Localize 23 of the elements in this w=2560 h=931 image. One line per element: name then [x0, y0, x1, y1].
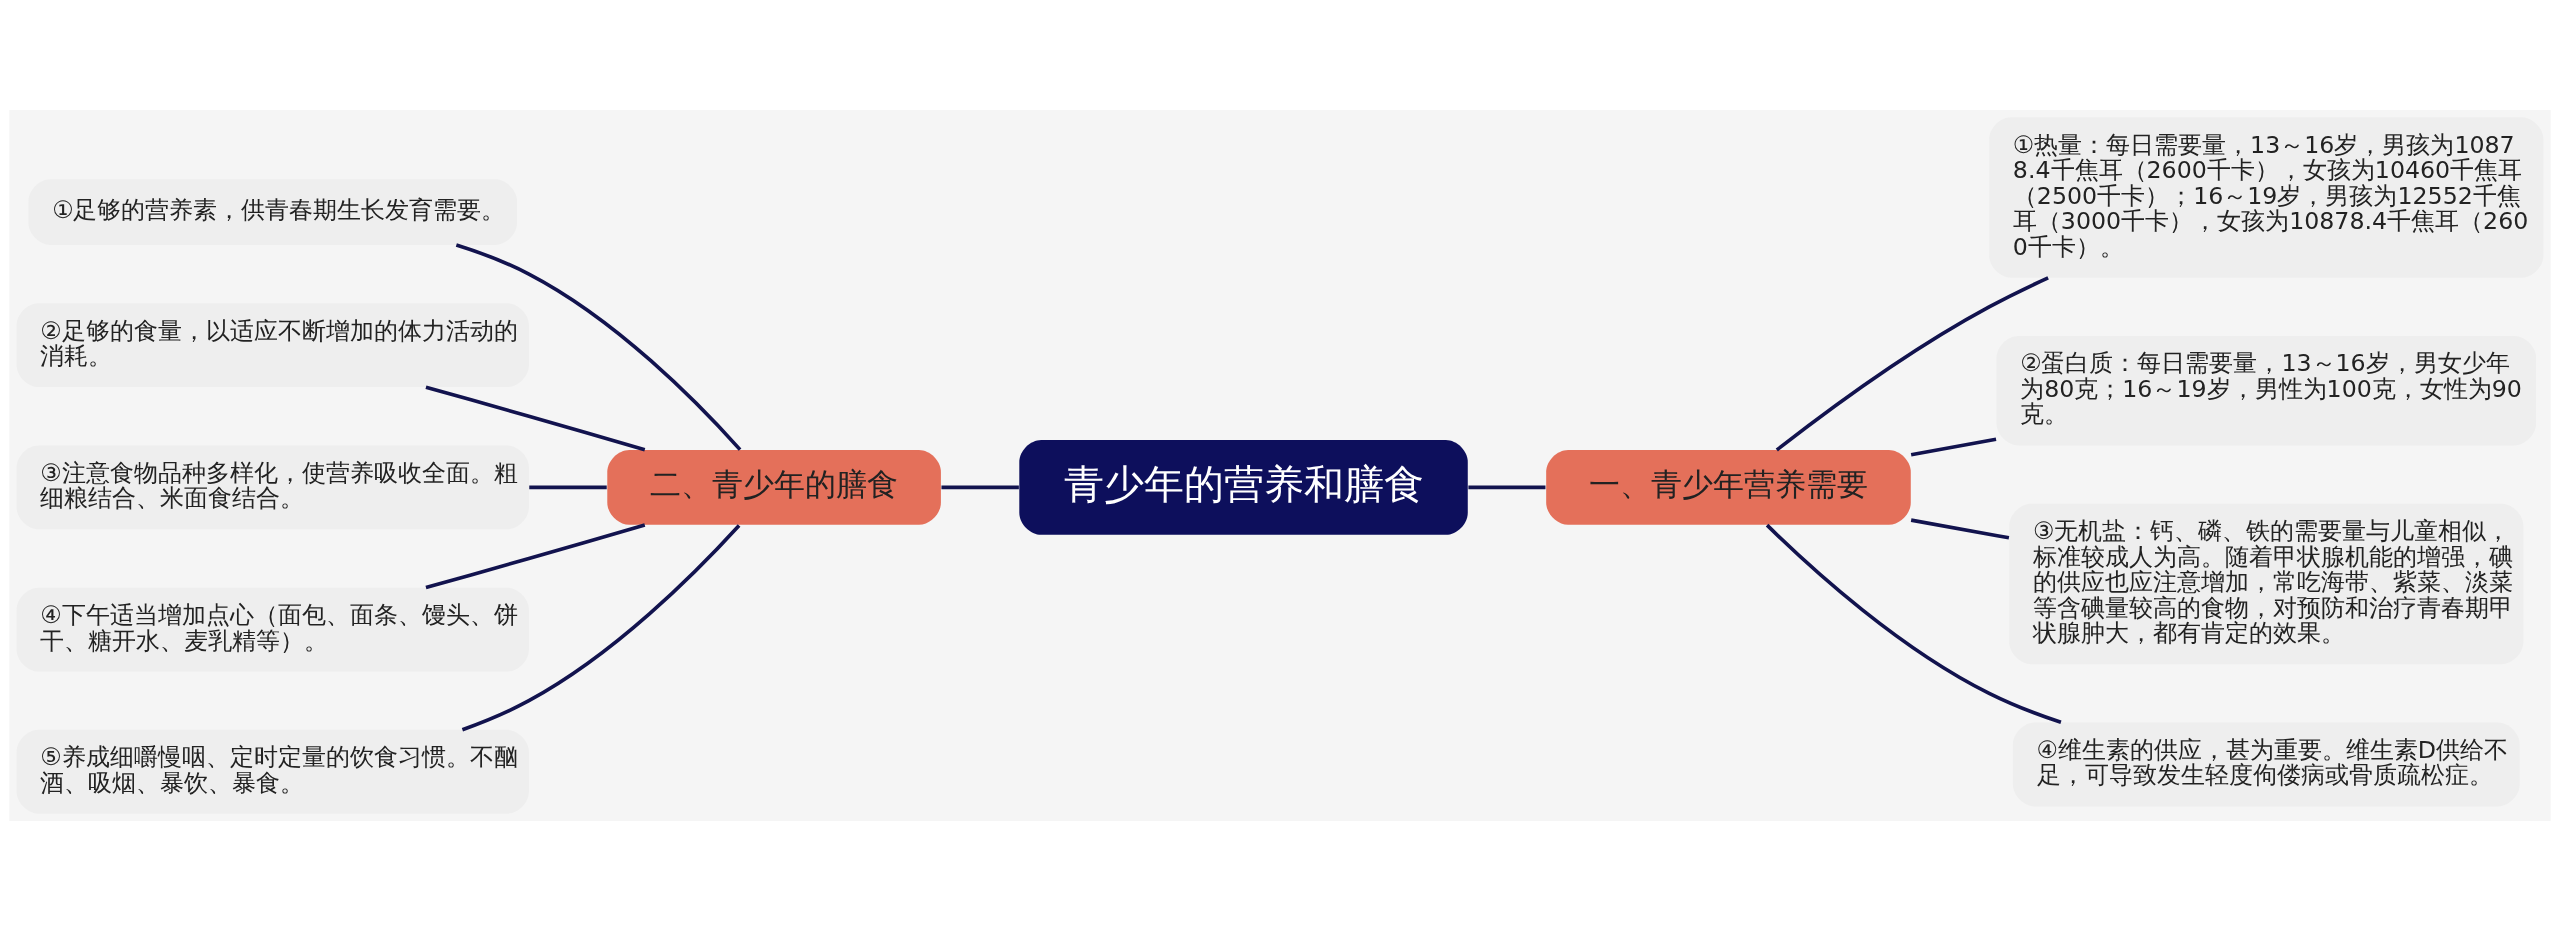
node-box: 二、青少年的膳食 [607, 450, 941, 525]
node-box: ④维生素的供应，甚为重要。维生素D供给不足，可导致发生轻度佝偻病或骨质疏松症。 [2012, 722, 2520, 807]
connector [461, 524, 741, 732]
node-box: 一、青少年营养需要 [1546, 450, 1911, 525]
node-box: ①热量：每日需要量，13～16岁，男孩为10878.4千焦耳（2600千卡），女孩为10460千焦耳（2500千卡）；16～19岁，男孩为12552千焦耳（3000千卡），女孩为10878.4千焦耳（2600千卡）。 [1989, 117, 2544, 278]
connector [1468, 485, 1546, 490]
connector [529, 485, 607, 490]
connector [455, 243, 742, 451]
node-box: ③注意食物品种多样化，使营养吸收全面。粗细粮结合、米面食结合。 [16, 445, 529, 530]
node-box: ②足够的食量，以适应不断增加的体力活动的消耗。 [16, 303, 529, 388]
connector [1765, 523, 2062, 725]
node-box: 青少年的营养和膳食 [1019, 440, 1468, 535]
connector [941, 485, 1019, 490]
node-box: ④下午适当增加点心（面包、面条、馒头、饼干、糖开水、麦乳精等）。 [16, 587, 529, 672]
connector [1775, 276, 2049, 452]
node-box: ①足够的营养素，供青春期生长发育需要。 [28, 179, 518, 245]
connector [1910, 437, 1997, 457]
connector [425, 385, 646, 452]
node-box: ⑤养成细嚼慢咽、定时定量的饮食习惯。不酗酒、吸烟、暴饮、暴食。 [16, 729, 529, 814]
connector [425, 523, 646, 590]
node-box: ②蛋白质：每日需要量，13～16岁，男女少年为80克；16～19岁，男性为100克，女性为90克。 [1996, 336, 2537, 446]
node-box: ③无机盐：钙、磷、铁的需要量与儿童相似，标准较成人为高。随着甲状腺机能的增强，碘的供应也应注意增加，常吃海带、紫菜、淡菜等含碘量较高的食物，对预防和治疗青春期甲状腺肿大，都有肯定的效果。 [2009, 503, 2524, 665]
connector [1910, 518, 2010, 540]
